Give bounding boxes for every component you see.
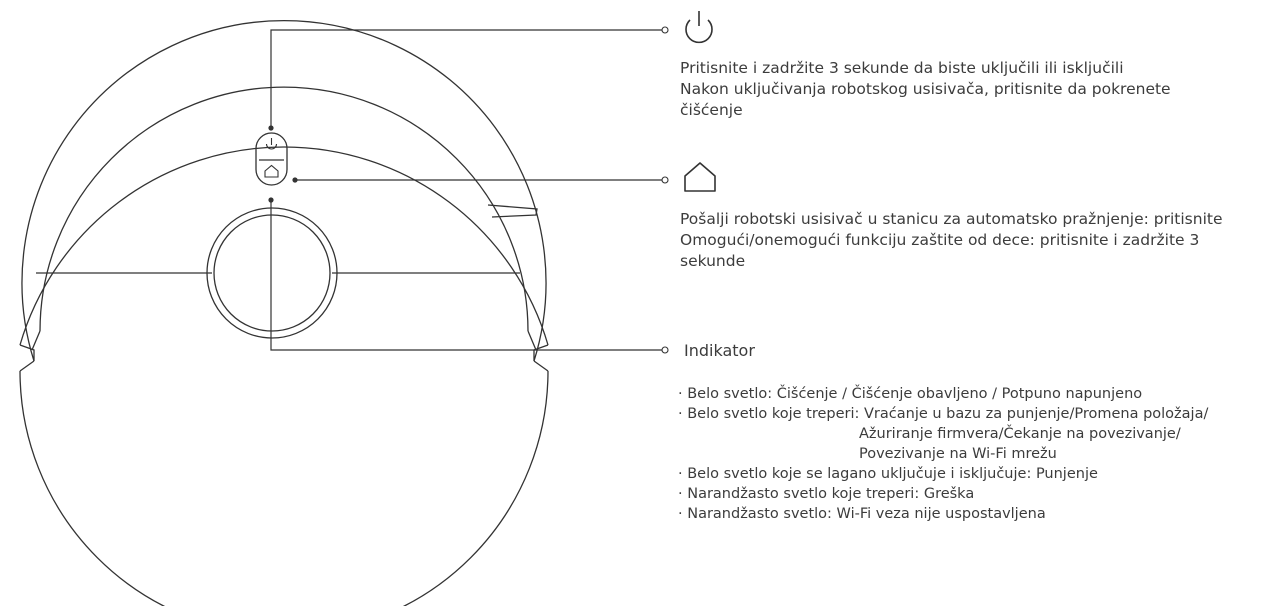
panel-home-icon (264, 164, 279, 178)
indicator-item: · Belo svetlo koje se lagano uključuje i… (678, 466, 1098, 482)
indicator-item: · Narandžasto svetlo: Wi-Fi veza nije us… (678, 506, 1046, 522)
power-leader (270, 29, 662, 128)
indicator-title: Indikator (684, 341, 755, 360)
robot-outer-shell (21, 20, 547, 362)
indicator-list: · Belo svetlo: Čišćenje / Čišćenje obavl… (678, 384, 1208, 524)
indicator-leader (270, 200, 662, 351)
panel-power-icon (265, 138, 278, 150)
button-panel (255, 132, 288, 186)
power-icon (685, 11, 713, 44)
indicator-item: Ažuriranje firmvera/Čekanje na povezivan… (859, 426, 1181, 442)
laser-cover (206, 207, 338, 339)
home-desc-line2: Omogući/onemogući funkciju zaštite od de… (680, 231, 1200, 249)
indicator-item: · Narandžasto svetlo koje treperi: Grešk… (678, 486, 975, 502)
indicator-item: · Belo svetlo: Čišćenje / Čišćenje obavl… (678, 386, 1143, 402)
indicator-item: Povezivanje na Wi-Fi mrežu (859, 446, 1057, 462)
power-desc-line1: Pritisnite i zadržite 3 sekunde da biste… (680, 59, 1124, 77)
home-desc-line3: sekunde (680, 252, 746, 270)
side-brush-arm (487, 204, 538, 218)
power-desc-line2: Nakon uključivanja robotskog usisivača, … (680, 80, 1171, 98)
home-desc-line1: Pošalji robotski usisivač u stanicu za a… (680, 210, 1223, 228)
indicator-item: · Belo svetlo koje treperi: Vraćanje u b… (678, 406, 1209, 422)
power-desc-line3: čišćenje (680, 101, 743, 119)
home-icon (684, 162, 716, 192)
